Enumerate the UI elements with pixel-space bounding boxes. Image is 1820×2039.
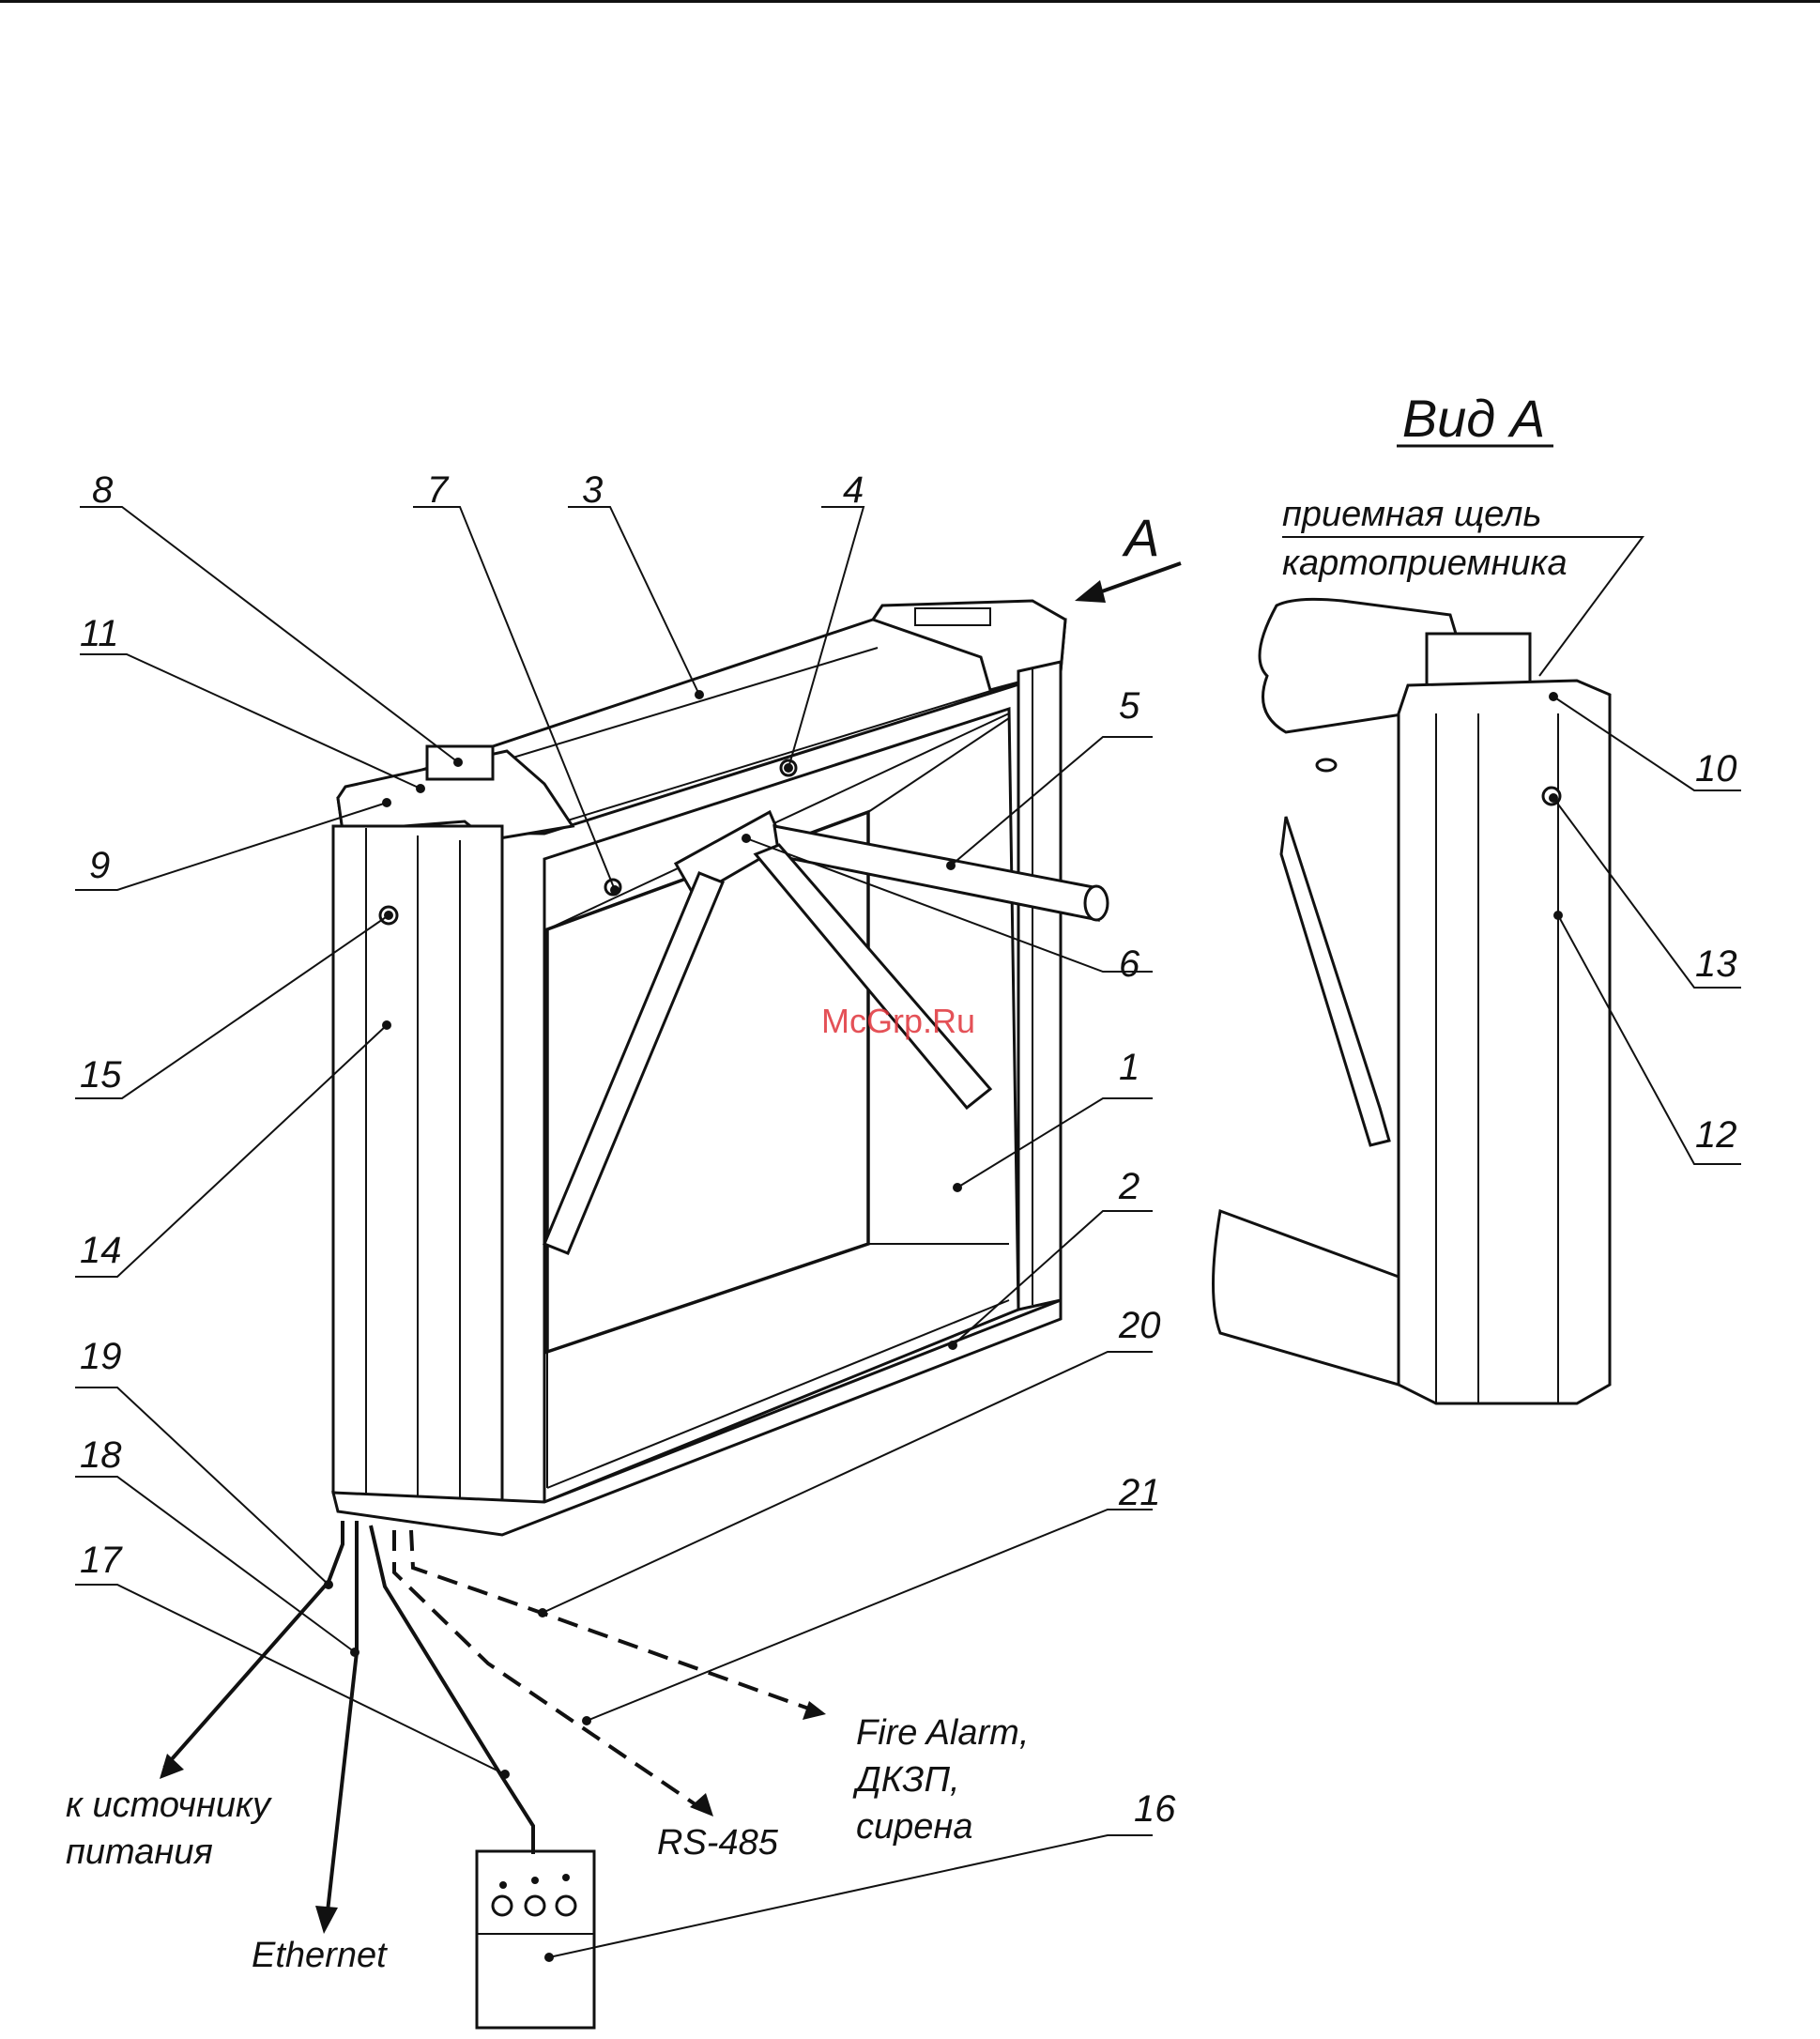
- callout-18: 18: [80, 1434, 122, 1476]
- callout-14: 14: [80, 1230, 122, 1271]
- callout-21: 21: [1118, 1472, 1161, 1513]
- callout-4: 4: [843, 469, 864, 511]
- callout-10: 10: [1695, 748, 1737, 790]
- control-panel: [477, 1851, 594, 2028]
- callout-7: 7: [427, 469, 450, 511]
- callout-3: 3: [582, 469, 603, 511]
- callout-19: 19: [80, 1336, 122, 1377]
- view-a-base: [1214, 1211, 1399, 1385]
- rs485-label: RS-485: [657, 1823, 779, 1863]
- view-a-arm: [1281, 817, 1389, 1145]
- alarm-label-line3: сирена: [856, 1807, 972, 1847]
- callout-15: 15: [80, 1054, 122, 1096]
- callout-17: 17: [80, 1540, 123, 1581]
- arrow-a-label: А: [1122, 508, 1159, 567]
- callout-12: 12: [1695, 1114, 1737, 1156]
- ethernet-label: Ethernet: [252, 1936, 388, 1975]
- view-a-card-slot: [1427, 634, 1530, 685]
- power-label-line1: к источнику: [66, 1786, 272, 1825]
- view-a-detail: Вид А приемная щель картоприемника: [1214, 389, 1644, 1403]
- callout-5: 5: [1119, 685, 1140, 727]
- callout-13: 13: [1695, 943, 1737, 985]
- slot-label-line1: приемная щель: [1282, 495, 1541, 534]
- callout-6: 6: [1119, 943, 1140, 985]
- right-pillar: [1018, 662, 1061, 1310]
- power-label-line2: питания: [66, 1832, 213, 1872]
- callout-9: 9: [89, 845, 110, 886]
- alarm-label-line1: Fire Alarm,: [856, 1713, 1029, 1753]
- callout-20: 20: [1118, 1305, 1161, 1346]
- callout-16: 16: [1134, 1788, 1176, 1830]
- view-a-pillar: [1399, 681, 1610, 1403]
- callout-1: 1: [1119, 1047, 1139, 1088]
- callout-8: 8: [92, 469, 114, 511]
- callout-2: 2: [1118, 1166, 1139, 1207]
- watermark: McGrp.Ru: [821, 1002, 975, 1040]
- alarm-label-line2: ДКЗП,: [852, 1760, 960, 1800]
- turnstile-main: [333, 601, 1108, 1535]
- view-a-title: Вид А: [1402, 389, 1545, 448]
- callout-11: 11: [80, 613, 119, 654]
- arrow-a: А: [1075, 508, 1181, 603]
- slot-label-line2: картоприемника: [1282, 544, 1568, 583]
